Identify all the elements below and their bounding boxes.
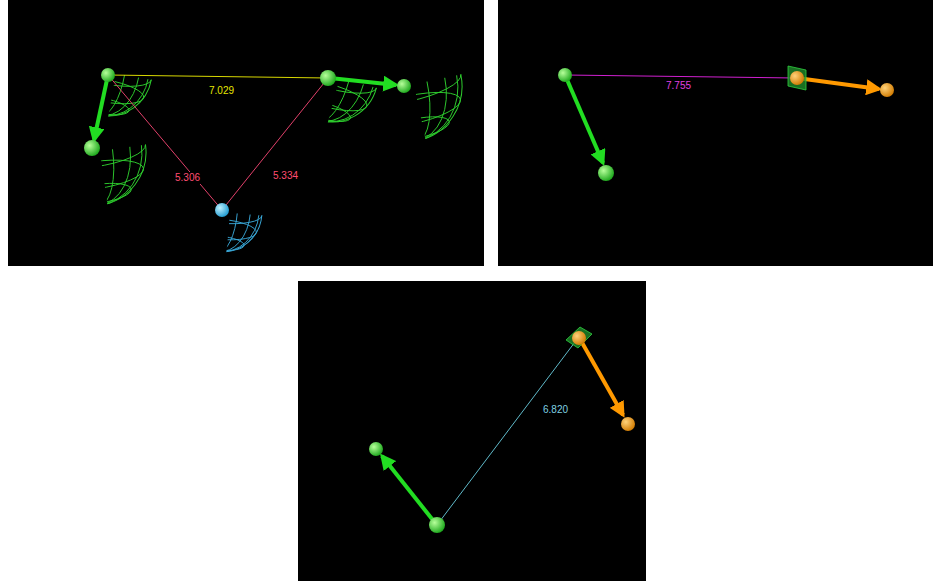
- sphere-meridian: [414, 27, 439, 145]
- sphere-meridian: [207, 213, 263, 255]
- planes: [566, 66, 806, 348]
- feature-point: [320, 70, 336, 86]
- sphere-outline: [276, 78, 389, 132]
- sphere-meridian: [289, 78, 376, 129]
- feature-vector: [382, 456, 436, 524]
- sphere-parallel: [414, 59, 464, 113]
- distance-line: [437, 338, 578, 525]
- distance-label: 5.306: [173, 172, 202, 184]
- ring-plane: [788, 66, 806, 90]
- distance-line: [565, 75, 795, 78]
- feature-point: [429, 517, 445, 533]
- wireframe-sphere: [70, 73, 159, 123]
- distance-lines: [108, 75, 795, 525]
- sphere-meridian: [279, 78, 385, 131]
- feature-spheres: [31, 10, 940, 581]
- sphere-meridian: [100, 96, 120, 209]
- feature-vector: [797, 78, 879, 89]
- ring-plane: [566, 327, 592, 348]
- sphere-meridian: [100, 93, 137, 211]
- sphere-parallel: [414, 38, 453, 87]
- sphere-parallel: [70, 73, 154, 91]
- sphere-meridian: [70, 73, 147, 120]
- feature-point: [880, 83, 894, 97]
- sphere-outline: [70, 73, 159, 123]
- sphere-parallel: [414, 26, 433, 60]
- feature-vector: [565, 75, 603, 163]
- feature-point: [215, 203, 229, 217]
- wireframe-sphere: [414, 20, 473, 153]
- feature-vector: [580, 339, 623, 415]
- distance-line: [222, 78, 328, 210]
- sphere-meridian: [414, 20, 468, 151]
- vectors: [94, 75, 879, 524]
- panel-background: [8, 0, 484, 266]
- distance-label: 7.029: [207, 85, 236, 97]
- distance-label: 6.820: [541, 404, 570, 416]
- sphere-parallel: [207, 234, 245, 252]
- sphere-parallel: [414, 112, 451, 146]
- feature-point: [621, 417, 635, 431]
- sphere-outline: [414, 20, 473, 153]
- feature-point: [397, 79, 411, 93]
- feature-point: [558, 68, 572, 82]
- wireframe-sphere: [207, 213, 266, 256]
- sphere-parallel: [207, 213, 263, 227]
- sphere-parallel: [100, 109, 139, 150]
- feature-point: [84, 140, 100, 156]
- sphere-meridian: [303, 78, 361, 125]
- sphere-parallel: [100, 180, 133, 208]
- sphere-outline: [207, 213, 266, 256]
- distance-line: [108, 75, 328, 78]
- sphere-meridian: [207, 213, 241, 253]
- sphere-parallel: [100, 130, 148, 175]
- feature-point: [598, 165, 614, 181]
- distance-line: [108, 75, 222, 210]
- sphere-parallel: [414, 85, 464, 134]
- wireframe-sphere: [276, 78, 389, 132]
- feature-point: [790, 71, 804, 85]
- feature-points: [84, 68, 894, 533]
- panel-background: [298, 281, 646, 581]
- feature-vector: [330, 78, 396, 85]
- sphere-meridian: [414, 23, 457, 149]
- feature-point: [101, 68, 115, 82]
- sphere-parallel: [100, 155, 145, 196]
- feature-point: [369, 442, 383, 456]
- panel-background: [498, 0, 933, 266]
- wireframe-sphere: [100, 91, 153, 213]
- sphere-outline: [100, 91, 153, 213]
- sphere-meridian: [207, 213, 254, 255]
- sphere-meridian: [100, 92, 149, 213]
- distance-label: 7.755: [664, 80, 693, 92]
- feature-vector: [94, 75, 108, 140]
- distance-label: 5.334: [271, 170, 300, 182]
- feature-point: [572, 331, 586, 345]
